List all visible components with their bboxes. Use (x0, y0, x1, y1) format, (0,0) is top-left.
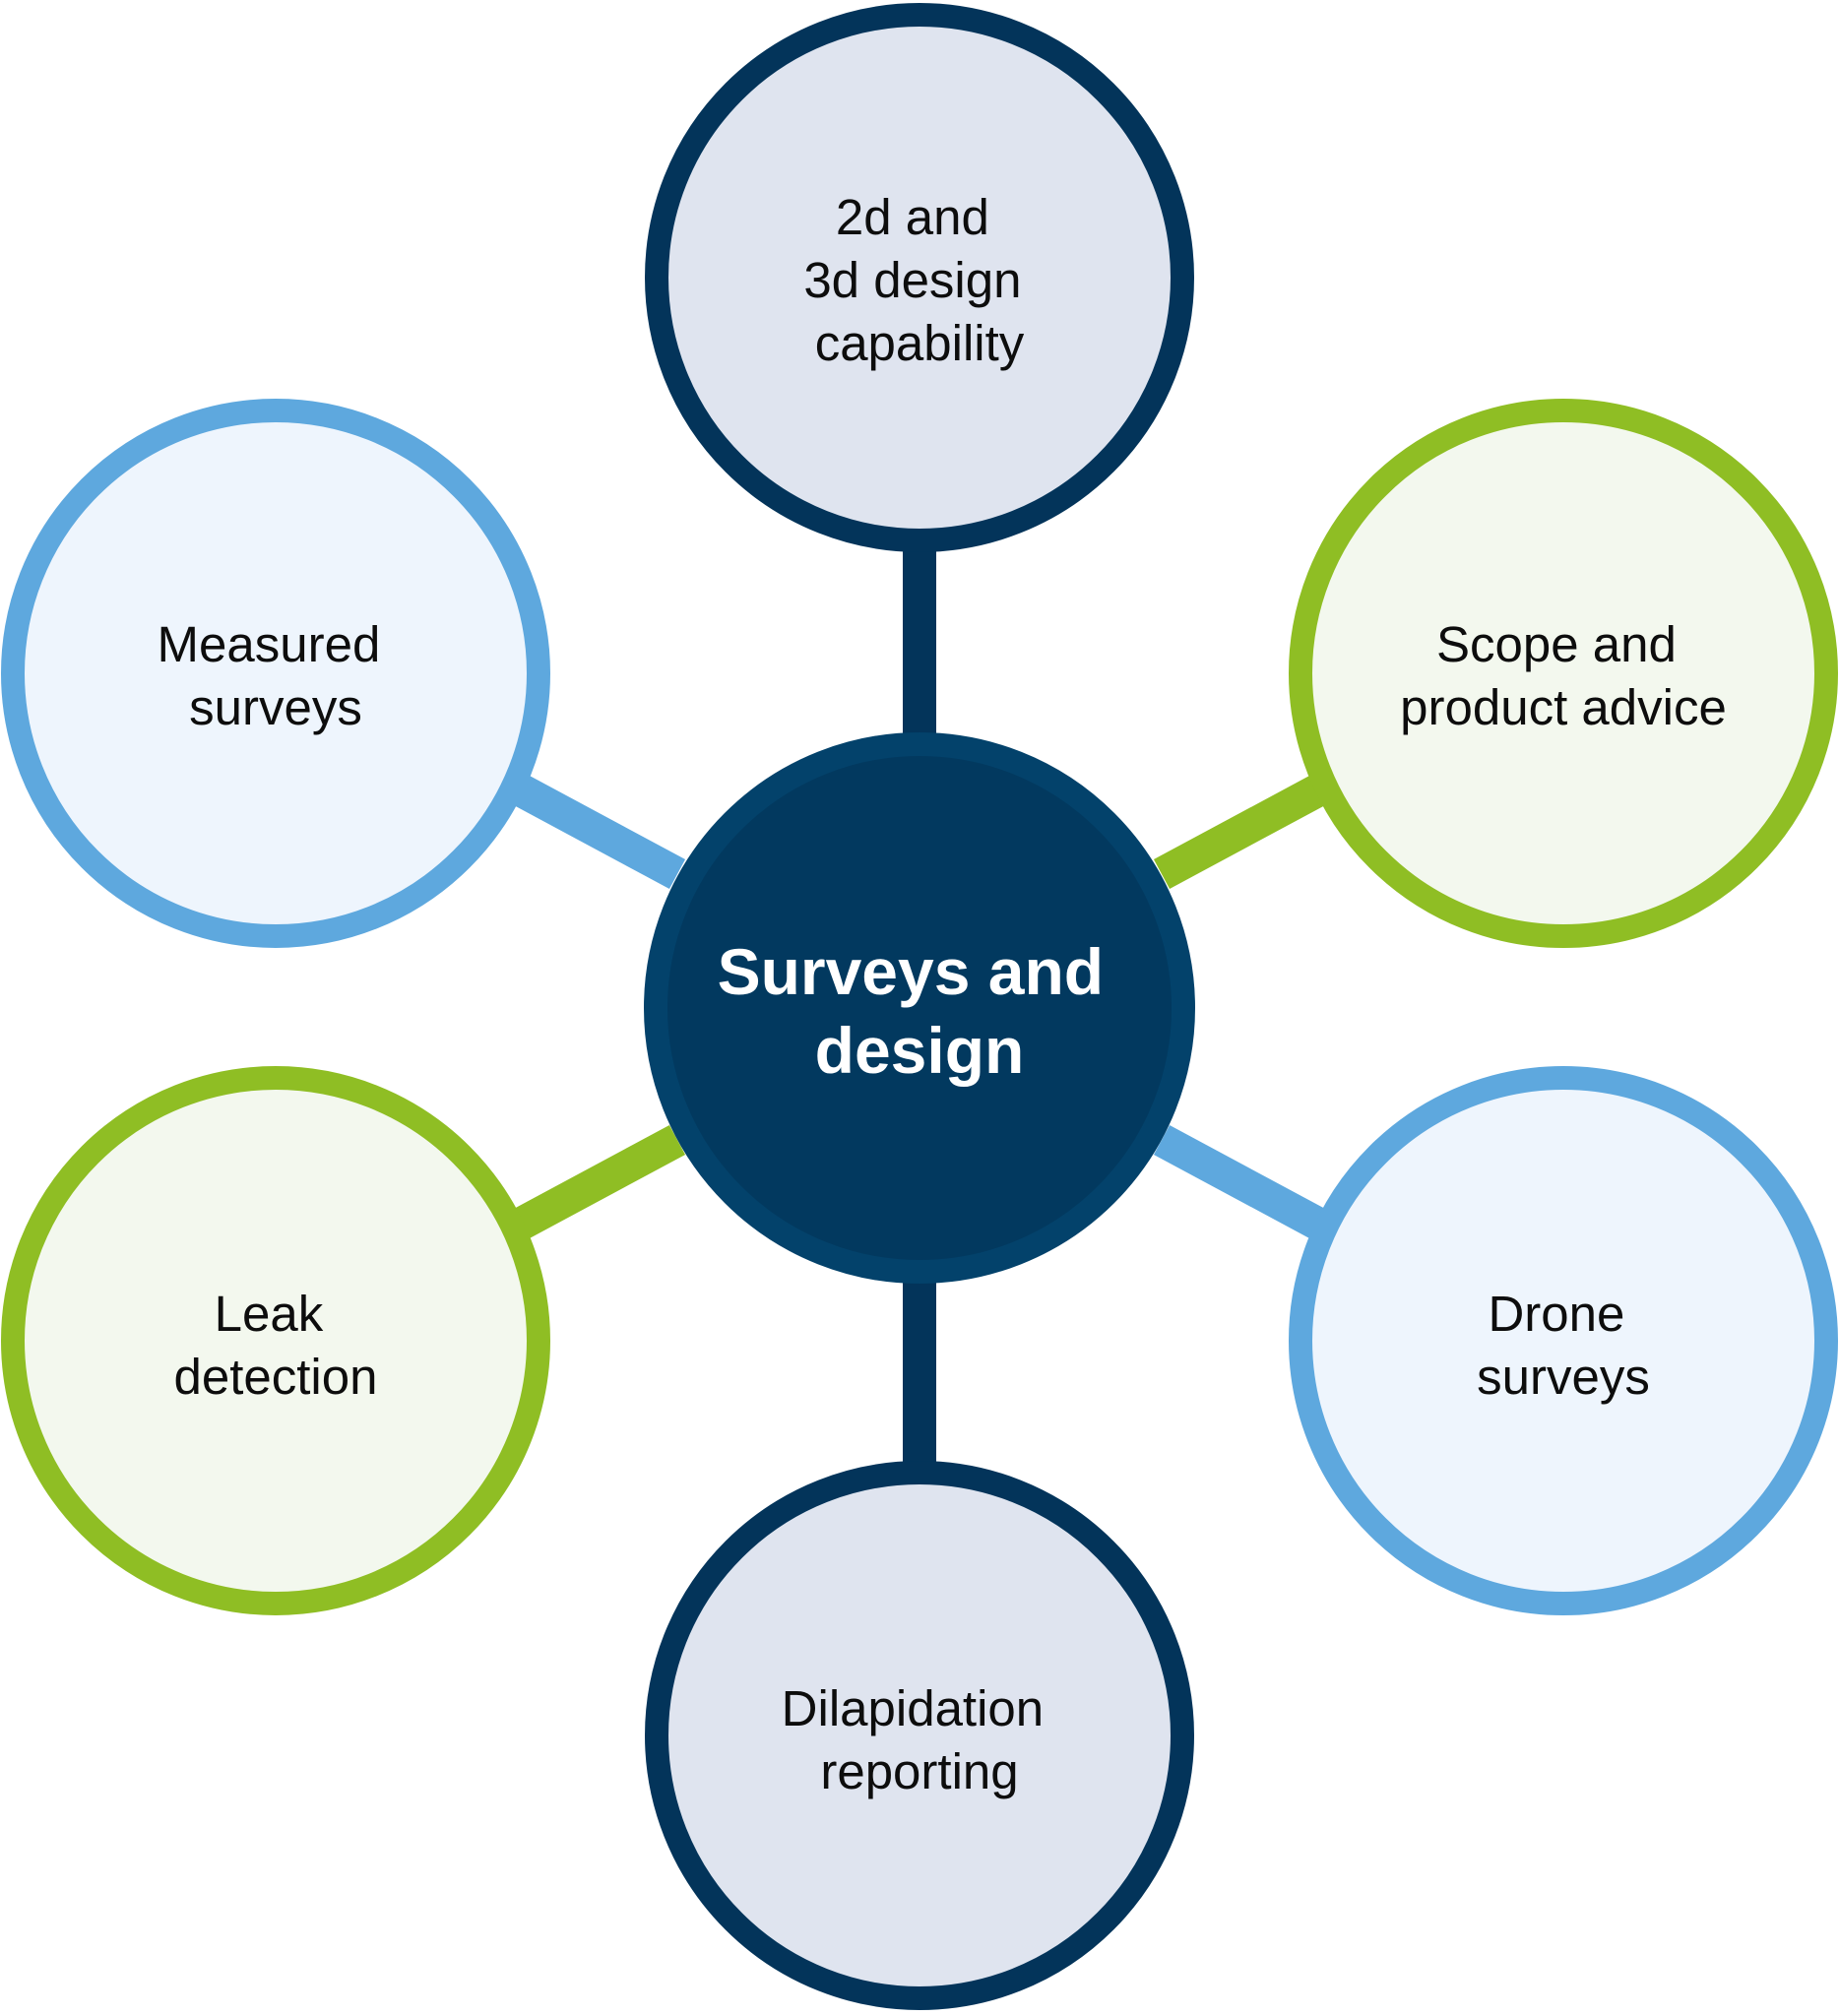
node-measured-surveys-circle (1, 399, 550, 948)
node-measured-surveys-label: Measured surveys (158, 616, 395, 735)
connector-drone-surveys (1153, 1125, 1328, 1239)
node-leak-detection-circle (1, 1066, 550, 1615)
connector-scope-product-advice (1153, 775, 1328, 889)
node-drone-surveys-label: Drone surveys (1477, 1286, 1650, 1405)
connector-measured-surveys (511, 775, 686, 889)
node-scope-product-advice-label: Scope and product advice (1400, 616, 1727, 735)
node-measured-surveys: Measured surveys (1, 399, 550, 948)
node-drone-surveys-circle (1289, 1066, 1838, 1615)
node-scope-product-advice: Scope and product advice (1289, 399, 1838, 948)
connector-leak-detection (511, 1125, 686, 1239)
node-leak-detection: Leak detection (1, 1066, 550, 1615)
node-scope-product-advice-circle (1289, 399, 1838, 948)
node-2d-3d-design-label: 2d and 3d design capability (803, 189, 1035, 371)
connectors (511, 546, 1328, 1472)
node-2d-3d-design: 2d and 3d design capability (645, 3, 1194, 552)
center-hub: Surveys and design (644, 732, 1195, 1284)
node-dilapidation-reporting: Dilapidation reporting (645, 1461, 1194, 2010)
node-2d-3d-design-circle (645, 3, 1194, 552)
center-hub-label: Surveys and design (718, 935, 1122, 1087)
node-leak-detection-label: Leak detection (174, 1286, 378, 1405)
node-drone-surveys: Drone surveys (1289, 1066, 1838, 1615)
center-hub-circle (644, 732, 1195, 1284)
node-dilapidation-reporting-circle (645, 1461, 1194, 2010)
node-dilapidation-reporting-label: Dilapidation reporting (782, 1680, 1058, 1799)
